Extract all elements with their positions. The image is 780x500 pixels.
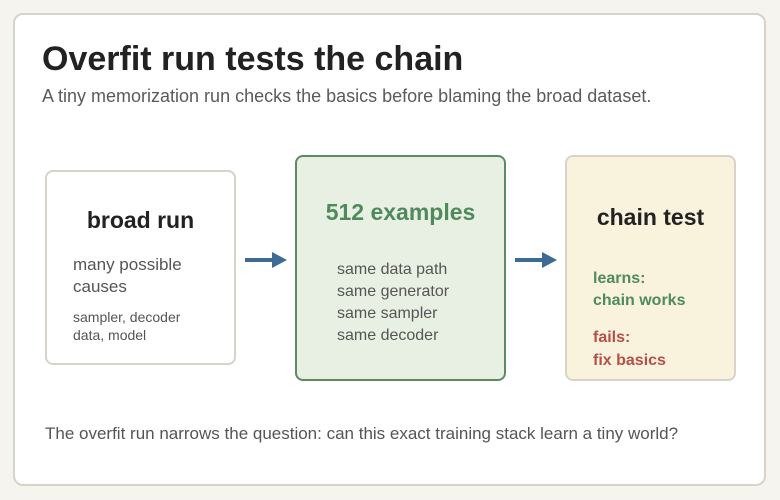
- arrow-right-icon: [245, 252, 287, 268]
- chain-test-box: chain test learns: chain works fails: fi…: [565, 155, 736, 381]
- page-subtitle: A tiny memorization run checks the basic…: [42, 86, 652, 106]
- fails-value: fix basics: [593, 352, 666, 369]
- broad-run-description: many possible causes: [73, 254, 223, 298]
- broad-run-title: broad run: [86, 207, 195, 233]
- list-item: same data path: [337, 261, 448, 278]
- arrow-right-icon: [515, 252, 557, 268]
- broad-run-description-line-2: causes: [73, 277, 127, 296]
- list-item: same decoder: [337, 327, 439, 344]
- broad-run-causes-line-1: sampler, decoder: [73, 309, 181, 325]
- examples-title: 512 examples: [325, 199, 476, 225]
- examples-box: 512 examples same data path same generat…: [295, 155, 506, 381]
- broad-run-causes-line-2: data, model: [73, 327, 147, 343]
- list-item: same generator: [337, 283, 450, 300]
- broad-run-description-line-1: many possible: [73, 255, 182, 274]
- broad-run-box: broad run many possible causes sampler, …: [45, 170, 236, 365]
- examples-list: same data path same generator same sampl…: [337, 259, 449, 347]
- page-title: Overfit run tests the chain: [42, 40, 464, 78]
- arrow-head: [542, 252, 557, 268]
- chain-test-title: chain test: [596, 204, 705, 230]
- footer-caption: The overfit run narrows the question: ca…: [45, 424, 679, 443]
- learns-label: learns:: [593, 270, 646, 287]
- broad-run-causes: sampler, decoder data, model: [73, 308, 223, 344]
- arrow-head: [272, 252, 287, 268]
- list-item: same sampler: [337, 305, 438, 322]
- learns-value: chain works: [593, 292, 686, 309]
- fails-label: fails:: [593, 329, 631, 346]
